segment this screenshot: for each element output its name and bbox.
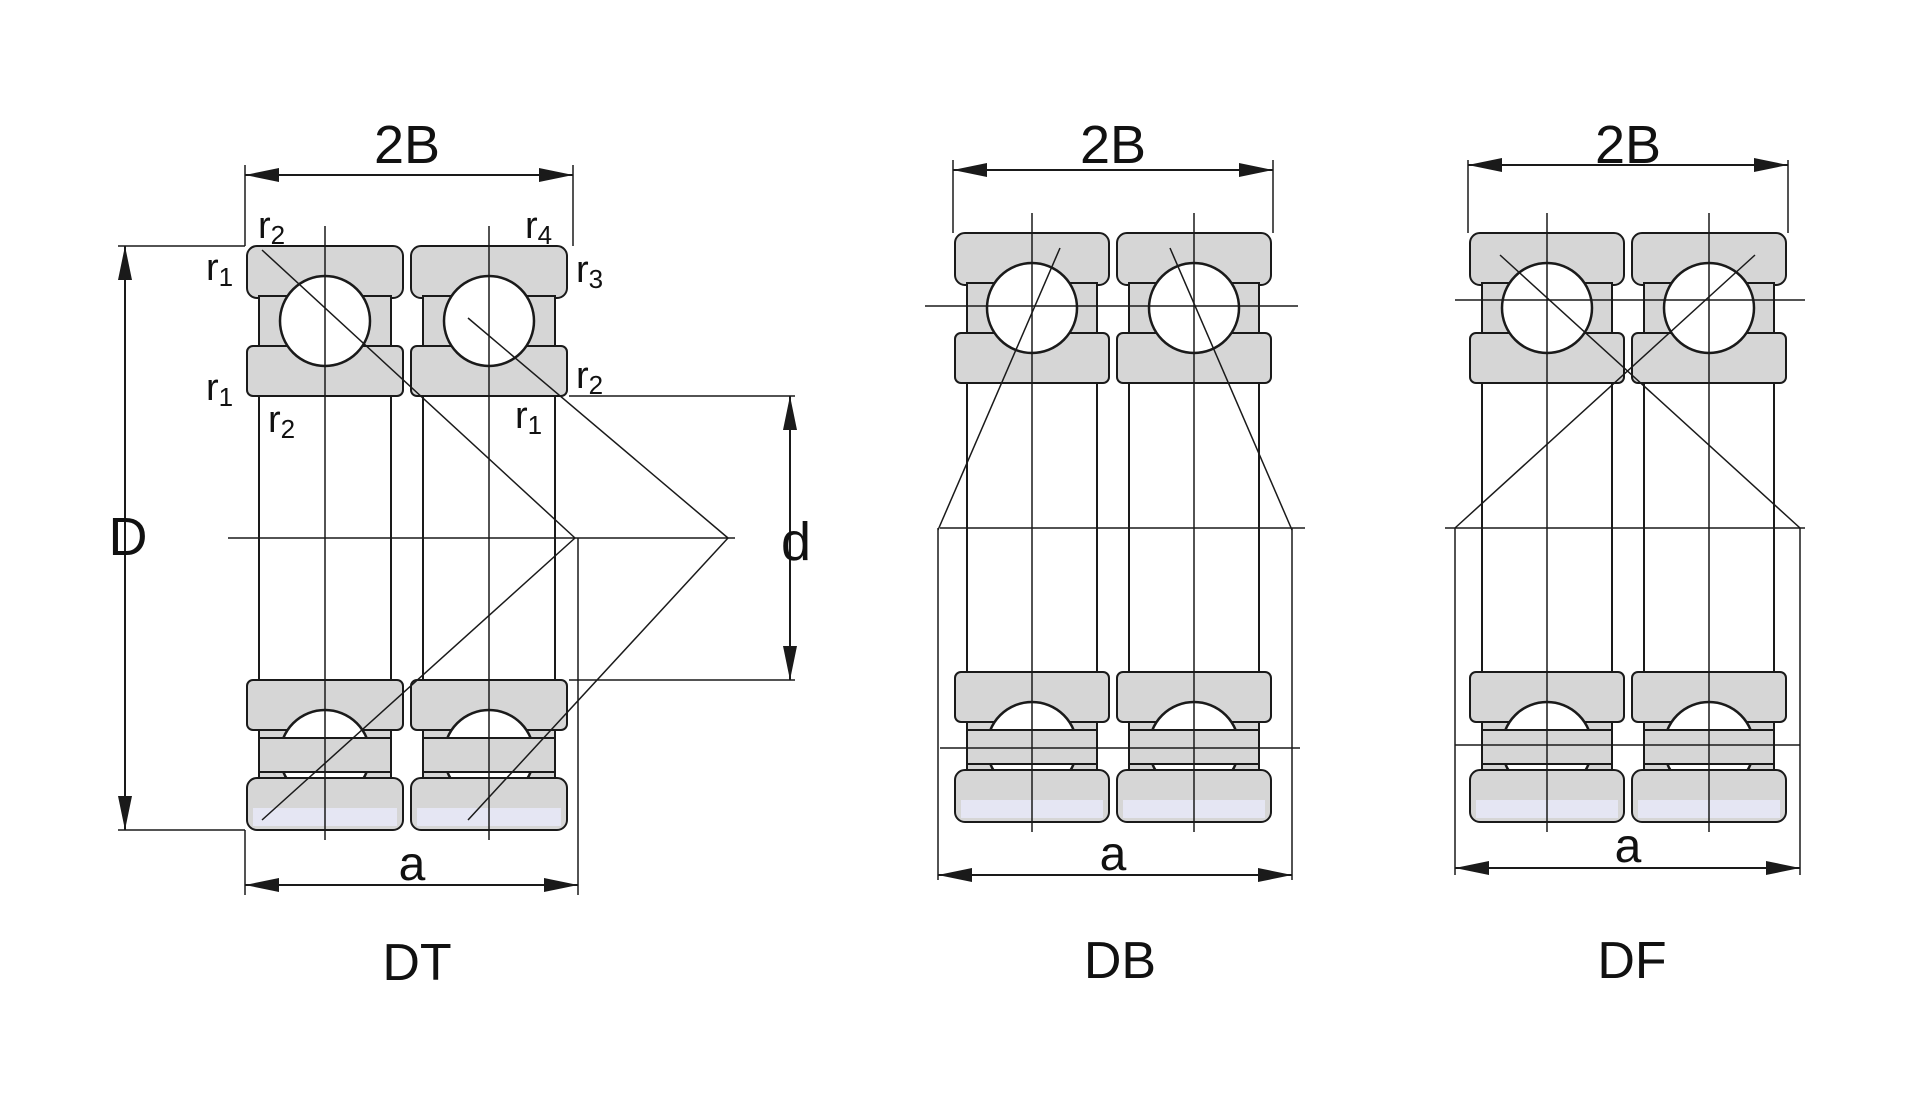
bearing-dt-left [246, 226, 404, 840]
dimension-2b [953, 163, 1273, 177]
arrowhead-bottom [118, 796, 132, 830]
dimension-d-bore [783, 396, 797, 680]
label-r4: r4 [525, 205, 552, 250]
label-r2-top: r2 [258, 205, 285, 250]
label-a: a [1100, 828, 1127, 881]
dimension-2b [245, 168, 573, 182]
contact-line [467, 317, 729, 539]
arrowhead-right [544, 878, 578, 892]
label-r1-mid: r1 [206, 367, 233, 412]
contact-line [1499, 254, 1801, 529]
label-2b: 2B [1595, 115, 1661, 175]
dimension-a [245, 878, 578, 892]
bearing-db-left [954, 213, 1110, 832]
label-d-outer: D [109, 507, 148, 567]
label-r2-right: r2 [576, 355, 603, 400]
arrowhead-left [938, 868, 972, 882]
label-2b: 2B [374, 115, 440, 175]
bearing-db-right [1116, 213, 1272, 832]
arrangement-label-df: DF [1597, 932, 1666, 990]
arrowhead-right [1766, 861, 1800, 875]
arrowhead-left [1468, 158, 1502, 172]
dimension-a [1455, 861, 1800, 875]
bearing-dt-right [410, 226, 568, 840]
contact-line [1454, 254, 1756, 529]
arrangement-df: 2B aDF [1445, 115, 1805, 990]
label-r2-mid: r2 [268, 399, 295, 444]
contact-line [1169, 247, 1293, 531]
arrowhead-left [245, 168, 279, 182]
label-a: a [399, 838, 426, 891]
arrowhead-left [1455, 861, 1489, 875]
label-r1-top: r1 [206, 247, 233, 292]
arrowhead-top [783, 396, 797, 430]
label-a: a [1615, 820, 1642, 873]
arrangement-db: 2B aDB [925, 115, 1305, 990]
arrowhead-left [953, 163, 987, 177]
arrangement-label-dt: DT [382, 934, 451, 992]
arrowhead-left [245, 878, 279, 892]
bearing-df-right [1631, 213, 1787, 832]
contact-line [937, 247, 1061, 531]
dimension-a [938, 868, 1292, 882]
label-r1-right: r1 [515, 395, 542, 440]
label-d-bore: d [781, 512, 811, 572]
label-r3: r3 [576, 249, 603, 294]
arrowhead-right [1754, 158, 1788, 172]
arrangement-label-db: DB [1084, 932, 1156, 990]
bearing-df-left [1469, 213, 1625, 832]
arrowhead-top [118, 246, 132, 280]
arrowhead-right [1258, 868, 1292, 882]
dimension-d-outer [118, 246, 132, 830]
dimension-2b [1468, 158, 1788, 172]
arrowhead-right [1239, 163, 1273, 177]
label-2b: 2B [1080, 115, 1146, 175]
arrowhead-bottom [783, 646, 797, 680]
arrowhead-right [539, 168, 573, 182]
contact-line [261, 249, 576, 539]
contact-line [467, 537, 729, 821]
contact-line [261, 537, 576, 821]
